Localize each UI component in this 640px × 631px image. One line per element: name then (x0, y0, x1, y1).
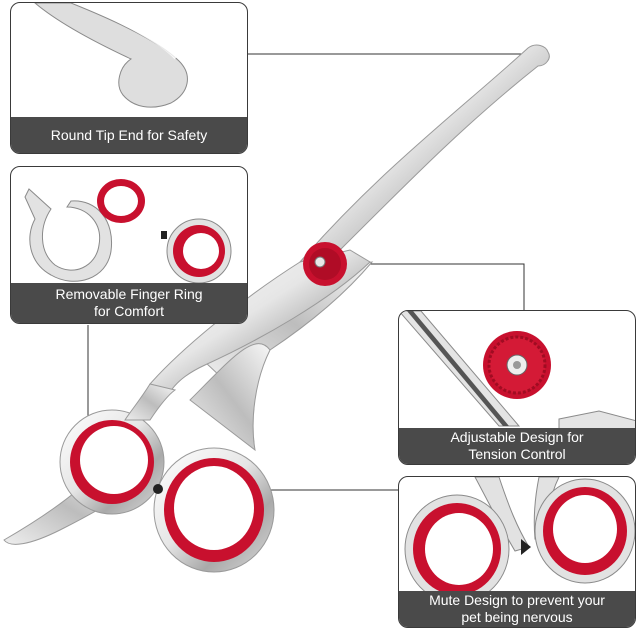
caption-line-2: for Comfort (93, 303, 164, 319)
callout-caption: Adjustable Design for Tension Control (399, 428, 635, 464)
caption-line-1: Round Tip End for Safety (50, 126, 208, 143)
round-tip-closeup-image (34, 3, 188, 108)
callout-tension: Adjustable Design for Tension Control (398, 310, 636, 465)
callout-caption: Removable Finger Ring for Comfort (11, 283, 247, 323)
caption-line-2: Tension Control (468, 446, 566, 462)
callout-caption: Round Tip End for Safety (11, 117, 247, 153)
caption-line-2: pet being nervous (461, 609, 573, 625)
tension-screw-closeup-image (399, 311, 635, 430)
rings-closeup-image (404, 477, 635, 604)
caption-line-1: Adjustable Design for (450, 429, 584, 445)
caption-line-1: Removable Finger Ring (55, 286, 203, 302)
caption-line-1: Mute Design to prevent your (429, 592, 605, 608)
callout-mute-design: Mute Design to prevent your pet being ne… (398, 476, 636, 628)
finger-ring-parts-image (24, 179, 232, 284)
callout-caption: Mute Design to prevent your pet being ne… (399, 591, 635, 627)
callout-round-tip: Round Tip End for Safety (10, 2, 248, 154)
callout-finger-ring: Removable Finger Ring for Comfort (10, 166, 248, 324)
